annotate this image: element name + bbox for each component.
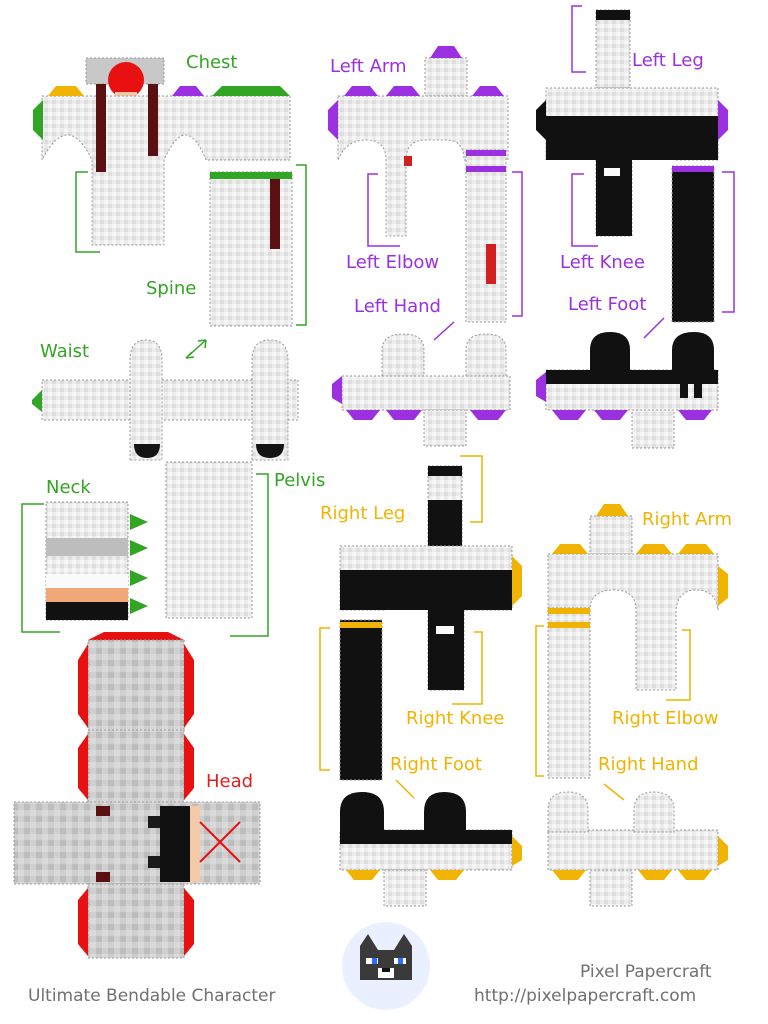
label-right-elbow: Right Elbow — [612, 708, 719, 729]
left-knee-piece — [671, 165, 715, 323]
right-arm-piece — [547, 504, 728, 691]
spine-fold-bracket — [296, 164, 307, 326]
label-left-hand: Left Hand — [354, 296, 441, 317]
label-chest: Chest — [186, 52, 238, 73]
right-hand-piece — [547, 791, 728, 907]
neck-piece — [45, 501, 148, 621]
left-elbow-bracket — [367, 173, 400, 247]
right-hand-arrow — [603, 783, 625, 801]
neck-fold-bracket — [21, 503, 60, 633]
wolf-logo-icon — [342, 922, 430, 1010]
label-left-foot: Left Foot — [568, 294, 647, 315]
right-knee-bracket — [452, 631, 483, 705]
label-left-arm: Left Arm — [330, 56, 407, 77]
head-face-cross — [199, 821, 241, 863]
label-left-knee: Left Knee — [560, 252, 645, 273]
left-hand-piece — [332, 333, 511, 447]
spine-piece — [209, 171, 293, 327]
left-arm-piece — [328, 46, 509, 237]
left-knee-bracket — [571, 173, 598, 247]
footer-url: http://pixelpapercraft.com — [474, 986, 697, 1006]
chest-red-marker — [108, 62, 144, 98]
label-waist: Waist — [40, 341, 90, 362]
right-leg-piece — [339, 465, 522, 691]
right-elbow-bracket-2 — [666, 629, 691, 701]
pelvis-fold-bracket — [230, 473, 269, 637]
label-right-arm: Right Arm — [642, 509, 733, 530]
right-knee-piece — [339, 619, 383, 781]
label-spine: Spine — [146, 278, 197, 299]
right-knee-bracket-2 — [319, 627, 330, 771]
label-right-leg: Right Leg — [320, 503, 406, 524]
label-right-knee: Right Knee — [406, 708, 505, 729]
chest-piece — [33, 57, 291, 246]
left-leg-bracket — [571, 5, 586, 73]
label-right-foot: Right Foot — [390, 754, 482, 775]
footer-title: Ultimate Bendable Character — [28, 986, 276, 1006]
left-hand-arrow — [433, 321, 455, 341]
label-left-leg: Left Leg — [632, 50, 704, 71]
left-foot-arrow — [643, 317, 665, 339]
chest-fold-bracket — [75, 171, 100, 253]
right-foot-arrow — [395, 779, 415, 799]
left-foot-piece — [536, 332, 719, 449]
right-elbow-piece — [547, 607, 591, 779]
left-knee-bracket-2 — [722, 171, 735, 313]
waist-piece — [32, 339, 299, 461]
left-elbow-piece — [465, 149, 507, 323]
label-neck: Neck — [46, 477, 91, 498]
left-elbow-bracket-2 — [512, 171, 523, 317]
label-pelvis: Pelvis — [274, 470, 326, 491]
head-piece — [13, 632, 261, 959]
right-leg-bracket — [460, 455, 483, 523]
waist-arrow — [185, 339, 207, 359]
left-leg-piece — [536, 9, 728, 237]
label-left-elbow: Left Elbow — [346, 252, 440, 273]
pelvis-piece — [165, 461, 253, 619]
right-foot-piece — [339, 792, 522, 907]
label-right-hand: Right Hand — [598, 754, 699, 775]
label-head: Head — [206, 771, 254, 792]
footer-brand: Pixel Papercraft — [580, 962, 712, 982]
right-elbow-bracket — [535, 625, 544, 777]
